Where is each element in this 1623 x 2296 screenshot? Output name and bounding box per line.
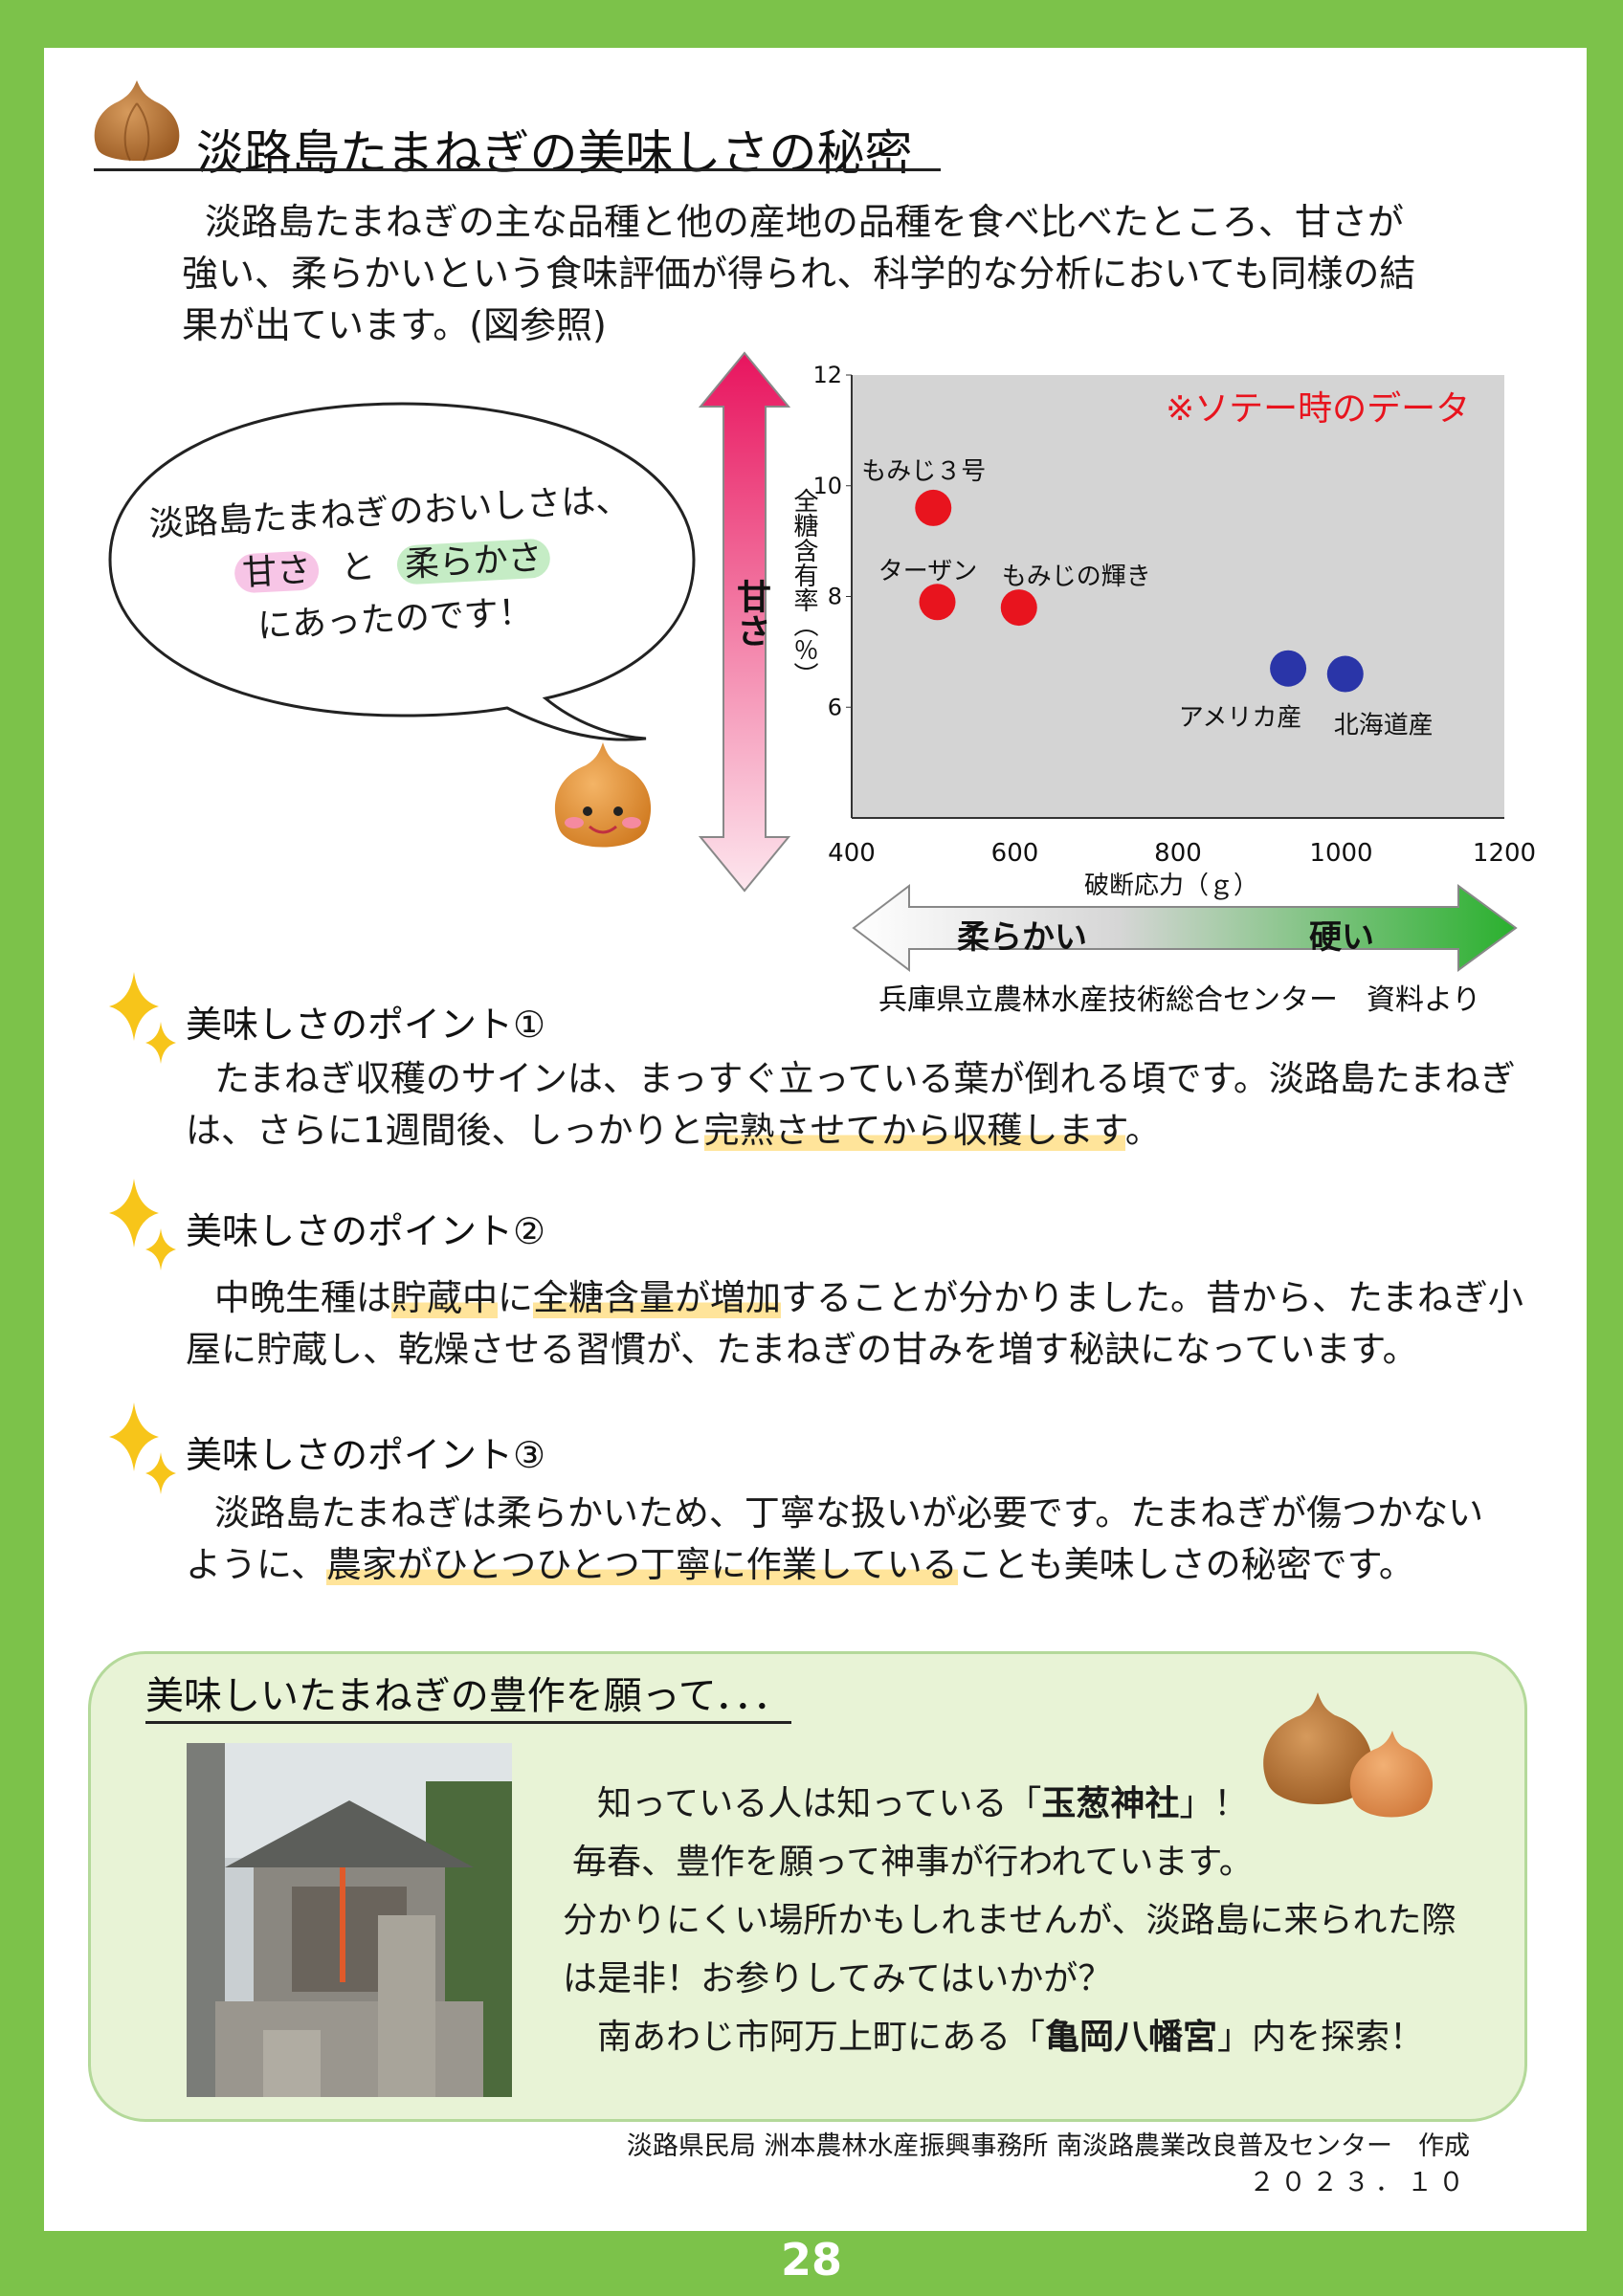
point-3-text: ことも美味しさの秘密です。 (957, 1544, 1414, 1585)
box-line: 分かりにくい場所かもしれませんが、淡路島に来られた際 (563, 1901, 1456, 1940)
point-2-text: に (498, 1277, 533, 1318)
hard-label: 硬い (1309, 918, 1374, 957)
intro-paragraph: 淡路島たまねぎの主な品種と他の産地の品種を食べ比べたところ、甘さが 強い、柔らか… (182, 196, 1560, 351)
point-1-heading: 美味しさのポイント① (186, 1004, 546, 1046)
y-tick-label: 10 (812, 473, 842, 499)
y-tick-label: 8 (828, 584, 842, 610)
sparkle-icon (109, 1402, 176, 1494)
point-2-highlight: 貯蔵中 (391, 1277, 498, 1318)
point-3-text: ように、 (186, 1544, 326, 1585)
point-3-body: 淡路島たまねぎは柔らかいため、丁寧な扱いが必要です。たまねぎが傷つかない ように… (186, 1488, 1564, 1591)
footer-credit: 淡路県民局 洲本農林水産振興事務所 南淡路農業改良普及センター 作成 (626, 2131, 1470, 2161)
data-point (1326, 655, 1364, 693)
data-point-label: もみじ３号 (861, 457, 986, 486)
x-tick-label: 400 (828, 839, 876, 868)
onion-mascot-icon (554, 742, 652, 848)
scatter-chart: 6 8 10 12 400 600 800 1000 1200 もみじ３号ターザンもみじの輝き… (812, 362, 1536, 868)
x-tick-label: 1000 (1309, 839, 1372, 868)
point-1-line: たまねぎ収穫のサインは、まっすぐ立っている葉が倒れる頃です。淡路島たまねぎ (214, 1058, 1516, 1099)
box-text: 南あわじ市阿万上町にある「 (597, 2018, 1046, 2057)
data-point (915, 489, 952, 526)
intro-line: 果が出ています。(図参照) (182, 304, 607, 346)
point-3-line: 淡路島たまねぎは柔らかいため、丁寧な扱いが必要です。たまねぎが傷つかない (214, 1492, 1484, 1534)
data-point-label: ターザン (878, 557, 977, 585)
point-1-text: 。 (1124, 1110, 1161, 1151)
data-point (919, 584, 956, 621)
sparkle-icon (109, 1179, 176, 1270)
sparkle-icon (109, 972, 176, 1064)
point-3-highlight: 農家がひとつひとつ丁寧に作業している (325, 1544, 958, 1585)
hardness-arrow (852, 883, 1518, 973)
box-shrine-name: 玉葱神社 (1041, 1784, 1180, 1823)
box-shrine-name: 亀岡八幡宮 (1045, 2018, 1218, 2057)
x-tick-label: 1200 (1473, 839, 1536, 868)
y-tick-label: 6 (828, 694, 842, 720)
x-tick-label: 800 (1154, 839, 1202, 868)
chart-note: ※ソテー時のデータ (1166, 389, 1471, 429)
sweetness-label: 甘さ (731, 579, 770, 648)
footer-date: ２０２３．１０ (1249, 2168, 1470, 2197)
data-point (1000, 589, 1037, 627)
data-point (1270, 650, 1307, 687)
point-2-heading: 美味しさのポイント② (186, 1210, 546, 1252)
shrine-box-text: 知っている人は知っている「玉葱神社」！ 毎春、豊作を願って神事が行われています。… (563, 1775, 1520, 2066)
intro-line: 強い、柔らかいという食味評価が得られ、科学的な分析においても同様の結 (182, 253, 1416, 295)
onion-pair-icon (1263, 1692, 1434, 1818)
x-tick-label: 600 (991, 839, 1039, 868)
intro-line: 淡路島たまねぎの主な品種と他の産地の品種を食べ比べたところ、甘さが (205, 201, 1404, 243)
box-text: 知っている人は知っている「 (597, 1784, 1042, 1823)
point-1-body: たまねぎ収穫のサインは、まっすぐ立っている葉が倒れる頃です。淡路島たまねぎ は、… (186, 1053, 1564, 1157)
data-point-label: もみじの輝き (1002, 563, 1151, 591)
data-point-label: 北海道産 (1334, 712, 1434, 740)
point-2-text: 中晩生種は (214, 1277, 391, 1318)
soft-label: 柔らかい (957, 918, 1087, 957)
point-3-heading: 美味しさのポイント③ (186, 1434, 546, 1476)
onion-icon (94, 80, 180, 162)
shrine-photo (187, 1743, 512, 2097)
sweetness-arrow (698, 351, 791, 893)
shrine-box-title: 美味しいたまねぎの豊作を願って．．． (145, 1671, 791, 1724)
point-2-text: することが分かりました。昔から、たまねぎ小 (781, 1277, 1523, 1318)
y-axis-title: 全糖含有率（％） (789, 488, 818, 687)
page-number: 28 (780, 2234, 842, 2285)
point-1-highlight: 完熟させてから収穫します (703, 1110, 1125, 1151)
point-2-body: 中晩生種は貯蔵中に全糖含量が増加することが分かりました。昔から、たまねぎ小 屋に… (186, 1272, 1564, 1376)
box-text: 」！ (1179, 1784, 1249, 1823)
point-2-highlight: 全糖含量が増加 (533, 1277, 781, 1318)
chart-source: 兵庫県立農林水産技術総合センター 資料より (878, 983, 1481, 1017)
box-line: は是非！お参りしてみてはいかが？ (563, 1959, 1113, 1998)
point-1-text: は、さらに1週間後、しっかりと (186, 1110, 704, 1151)
box-text: 」内を探索！ (1217, 2018, 1425, 2057)
y-tick-label: 12 (812, 362, 842, 388)
footer: 淡路県民局 洲本農林水産振興事務所 南淡路農業改良普及センター 作成 ２０２３．… (513, 2129, 1470, 2201)
x-axis-title: 破断応力（ｇ） (1084, 872, 1259, 900)
point-2-line: 屋に貯蔵し、乾燥させる習慣が、たまねぎの甘みを増す秘訣になっています。 (186, 1329, 1418, 1370)
box-line: 毎春、豊作を願って神事が行われています。 (572, 1843, 1254, 1882)
data-point-label: アメリカ産 (1179, 704, 1302, 733)
title-underline (94, 168, 941, 171)
plot-area (852, 375, 1504, 818)
page-title: 淡路島たまねぎの美味しさの秘密 (196, 125, 913, 181)
